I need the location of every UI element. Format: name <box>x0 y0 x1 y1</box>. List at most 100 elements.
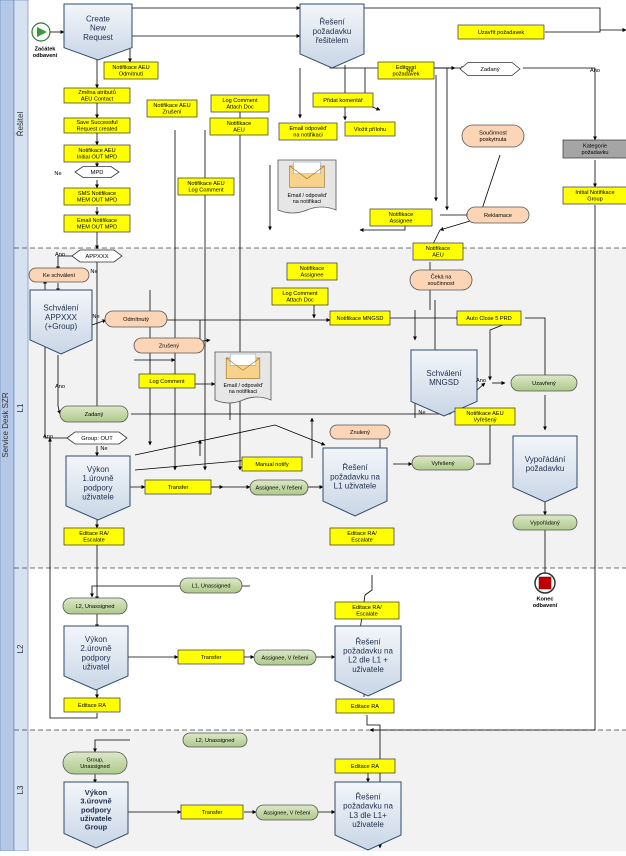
task-t_manual[interactable]: Manual notify <box>241 456 303 472</box>
state-s_reklamace[interactable]: Reklamace <box>466 206 530 224</box>
task-t_vlozit[interactable]: Vložit přílohu <box>344 121 396 137</box>
task-t_editace_l1a[interactable]: Editace RA/Escalate <box>63 527 125 546</box>
envelope-icon <box>225 353 261 379</box>
lane-label-l2: L2 <box>16 644 25 653</box>
state-g_l2unassigned_a-line-0: L2, Unassigned <box>76 604 115 610</box>
state-g_assignee1-line-0: Assignee, V řešení <box>256 485 303 491</box>
task-t_initout-line-1: Initial OUT MPD <box>77 155 117 161</box>
lane-label-l1: L1 <box>16 403 25 412</box>
task-t_logattach2-line-0: Log Comment <box>282 291 318 297</box>
gateway-gw_group[interactable]: Group: OUT <box>66 431 128 445</box>
process-schvaleni_app-line-0: Schválení <box>43 304 79 313</box>
process-reseni_l3-line-0: Řešení <box>355 793 381 802</box>
task-t_editace_l2a-line-1: Escalate <box>356 612 377 618</box>
state-g_group_unassigned-line-1: Unassigned <box>80 764 110 770</box>
state-g_vyreseny[interactable]: Vyřešený <box>411 455 475 471</box>
gateway-gw_mpd-label: MPD <box>91 170 104 176</box>
state-g_l1unassigned[interactable]: L1, Unassigned <box>179 577 243 594</box>
task-t_notif_aeu2-line-0: Notifikace <box>426 246 451 252</box>
task-t_transfer1[interactable]: Transfer <box>144 479 212 495</box>
process-reseni_l3-line-3: uživatele <box>352 820 384 829</box>
task-t_uzavrit[interactable]: Uzavřít požadavek <box>457 24 545 40</box>
task-t_pridat[interactable]: Přidat komentář <box>312 92 374 108</box>
task-t_notif_aeu1-line-0: Notifikace <box>227 121 252 127</box>
task-t_autoclose[interactable]: Auto Close 5 PRD <box>456 310 522 326</box>
state-g_assignee1[interactable]: Assignee, V řešení <box>249 479 309 496</box>
lane-label-l3: L3 <box>16 785 25 794</box>
task-t_transfer2[interactable]: Transfer <box>177 649 245 665</box>
state-g_l2unassigned_a[interactable]: L2, Unassigned <box>62 597 128 615</box>
task-t_initout-line-0: Notifikace AEU <box>78 148 115 154</box>
task-t_logcomment[interactable]: Log Comment <box>138 373 196 389</box>
state-g_assignee3[interactable]: Assignee, V řešení <box>255 804 319 821</box>
state-g_assignee2[interactable]: Assignee, V řešení <box>253 649 317 666</box>
task-t_editace_l2ra[interactable]: Editace RA <box>63 697 121 713</box>
process-create-line-1: New <box>90 24 106 33</box>
state-s_odmitnuty[interactable]: Odmítnutý <box>104 310 168 328</box>
process-vykon1-line-1: 1.úrovně <box>82 474 114 483</box>
gateway-gw_appxxx[interactable]: APPXXX <box>71 249 123 263</box>
process-reseni_resitel-line-1: požadavku <box>313 27 352 36</box>
task-t_notif_mngsd[interactable]: Notifikace MNGSD <box>329 310 391 326</box>
task-t_editace_l2rb[interactable]: Editace RA <box>335 698 395 714</box>
state-g_uzavreny[interactable]: Uzavřený <box>510 374 578 392</box>
task-t_manual-line-0: Manual notify <box>255 462 288 468</box>
task-t_logcomment_n-line-0: Notifikace AEU <box>187 181 224 187</box>
task-t_editace_l1b[interactable]: Editace RA/Escalate <box>329 527 395 546</box>
task-t_initial_group-line-0: Initial Notifikace <box>575 190 614 196</box>
state-s_keschvaleni[interactable]: Ke schválení <box>28 267 90 283</box>
task-t_editace_l3[interactable]: Editace RA <box>334 758 396 774</box>
task-t_transfer3[interactable]: Transfer <box>180 804 244 820</box>
state-s_zruseny[interactable]: Zrušený <box>133 337 205 354</box>
state-g_group_unassigned[interactable]: Group,Unassigned <box>62 751 128 775</box>
gateway-gw_mpd[interactable]: MPD <box>74 166 120 178</box>
state-g_vyporadany[interactable]: Vypořádaný <box>512 514 578 531</box>
task-t_editace_l2ra-line-0: Editace RA <box>78 703 106 709</box>
task-t_save-line-0: Save Successful <box>76 120 117 126</box>
task-t_editace_l2a[interactable]: Editace RA/Escalate <box>334 601 400 620</box>
gateway-gw_zadany[interactable]: Zadaný <box>459 62 521 76</box>
task-t_notif_assign2-line-0: Notifikace <box>300 266 325 272</box>
task-t_notif_aeu1-line-1: AEU <box>233 128 245 134</box>
state-g_l2unassigned_b[interactable]: L2, Unassigned <box>182 732 248 748</box>
state-s_znuleny[interactable]: Znulený <box>329 424 391 440</box>
state-g_zadany[interactable]: Zadaný <box>59 405 129 423</box>
task-t_zmena-line-0: Změna atributů <box>78 89 116 96</box>
